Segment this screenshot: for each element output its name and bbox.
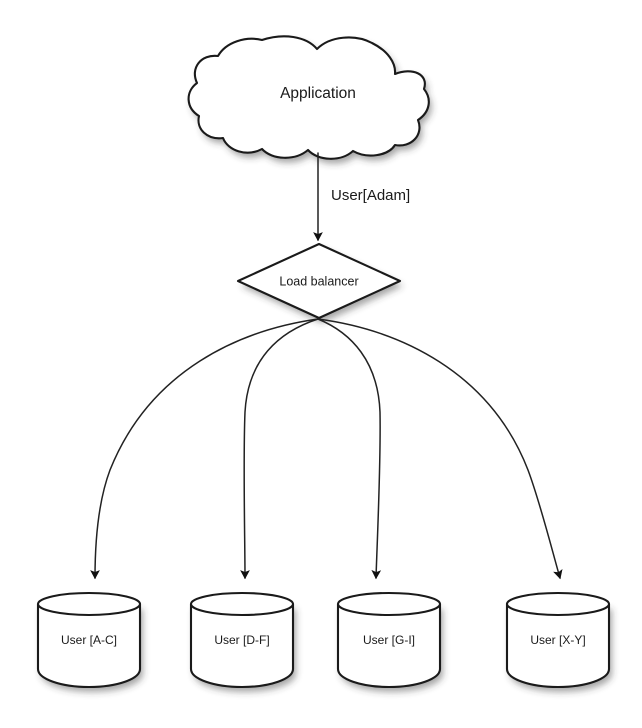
- cloud-shape: [188, 36, 429, 159]
- database-2-body: [189, 602, 295, 689]
- database-1-body: [36, 602, 142, 689]
- database-2-label: User [D-F]: [214, 633, 269, 647]
- edge-to-database-2[interactable]: [240, 318, 319, 580]
- edge-to-database-3[interactable]: [317, 318, 382, 580]
- cloud-outline: [187, 35, 430, 160]
- edge-to-database-4[interactable]: [317, 318, 563, 580]
- database-2-top: [189, 591, 295, 617]
- database-1-top: [36, 591, 142, 617]
- database-4-label: User [X-Y]: [530, 633, 585, 647]
- node-application-cloud[interactable]: Application: [187, 35, 430, 160]
- database-3-body: [336, 602, 442, 689]
- node-database-3[interactable]: User [G-I]: [336, 591, 442, 689]
- node-load-balancer-diamond[interactable]: Load balancer: [236, 242, 402, 320]
- node-database-4[interactable]: User [X-Y]: [505, 591, 611, 689]
- database-1-label: User [A-C]: [61, 633, 117, 647]
- node-database-1[interactable]: User [A-C]: [36, 591, 142, 689]
- edge-application-to-load-balancer[interactable]: User[Adam]: [313, 152, 410, 242]
- database-4-body: [505, 602, 611, 689]
- application-label: Application: [280, 85, 356, 102]
- diamond-shape: [236, 242, 402, 320]
- edge-to-database-1[interactable]: [90, 318, 319, 580]
- node-database-2[interactable]: User [D-F]: [189, 591, 295, 689]
- edges-load-balancer-to-databases: [90, 318, 563, 580]
- database-4-top: [505, 591, 611, 617]
- load-balancer-label: Load balancer: [279, 274, 358, 288]
- edge-label-user-adam: User[Adam]: [331, 187, 410, 204]
- database-3-top: [336, 591, 442, 617]
- database-3-label: User [G-I]: [363, 633, 415, 647]
